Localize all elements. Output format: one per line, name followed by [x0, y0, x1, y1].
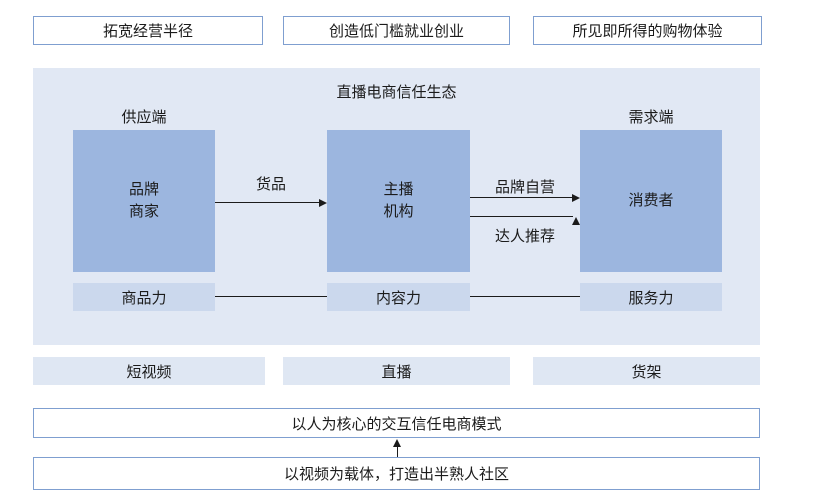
capability-connector-right — [470, 296, 580, 297]
foundation-statement-label: 以视频为载体，打造出半熟人社区 — [283, 465, 509, 483]
influencer-arrow-line — [470, 216, 573, 217]
benefit-label: 拓宽经营半径 — [102, 22, 193, 40]
brand-merchant-node: 品牌 商家 — [73, 130, 215, 272]
capability-label: 服务力 — [628, 288, 674, 307]
capability-label: 内容力 — [375, 288, 421, 307]
trust-ecosystem-panel: 直播电商信任生态 供应端 需求端 品牌 商家 主播 机构 消费者 货品 品牌自营… — [33, 68, 760, 345]
influencer-arrow-head-icon — [572, 213, 580, 225]
channel-label: 短视频 — [126, 362, 172, 381]
model-statement-box: 以人为核心的交互信任电商模式 — [33, 408, 760, 438]
capability-box-service: 服务力 — [580, 283, 722, 311]
benefit-label: 创造低门槛就业创业 — [328, 22, 464, 40]
consumer-node: 消费者 — [580, 130, 722, 272]
up-arrow-head-icon — [393, 439, 401, 447]
anchor-agency-node: 主播 机构 — [327, 130, 470, 272]
benefit-box-wysiwyg-shopping: 所见即所得的购物体验 — [533, 16, 762, 45]
goods-arrow-head-icon — [319, 199, 327, 207]
panel-title: 直播电商信任生态 — [336, 83, 457, 101]
demand-side-label: 需求端 — [628, 108, 674, 126]
capability-box-content: 内容力 — [327, 283, 470, 311]
channel-label: 货架 — [631, 362, 662, 381]
benefit-label: 所见即所得的购物体验 — [572, 22, 723, 40]
capability-connector-left — [215, 296, 327, 297]
capability-box-product: 商品力 — [73, 283, 215, 311]
channel-label: 直播 — [381, 362, 412, 381]
channel-box-short-video: 短视频 — [33, 357, 265, 385]
benefit-box-expand-radius: 拓宽经营半径 — [33, 16, 263, 45]
brand-self-arrow-label: 品牌自营 — [494, 178, 555, 196]
channel-box-livestream: 直播 — [283, 357, 510, 385]
goods-arrow-line — [215, 202, 320, 203]
foundation-statement-box: 以视频为载体，打造出半熟人社区 — [33, 457, 760, 490]
brand-self-arrow-line — [470, 197, 573, 198]
channel-box-shelf: 货架 — [533, 357, 760, 385]
supply-side-label: 供应端 — [121, 108, 167, 126]
influencer-arrow-label: 达人推荐 — [494, 227, 555, 245]
model-statement-label: 以人为核心的交互信任电商模式 — [291, 414, 502, 433]
benefit-box-low-barrier: 创造低门槛就业创业 — [283, 16, 510, 45]
goods-arrow-label: 货品 — [255, 175, 286, 193]
up-arrow-line — [397, 444, 398, 457]
brand-self-arrow-head-icon — [572, 194, 580, 202]
capability-label: 商品力 — [121, 288, 167, 307]
